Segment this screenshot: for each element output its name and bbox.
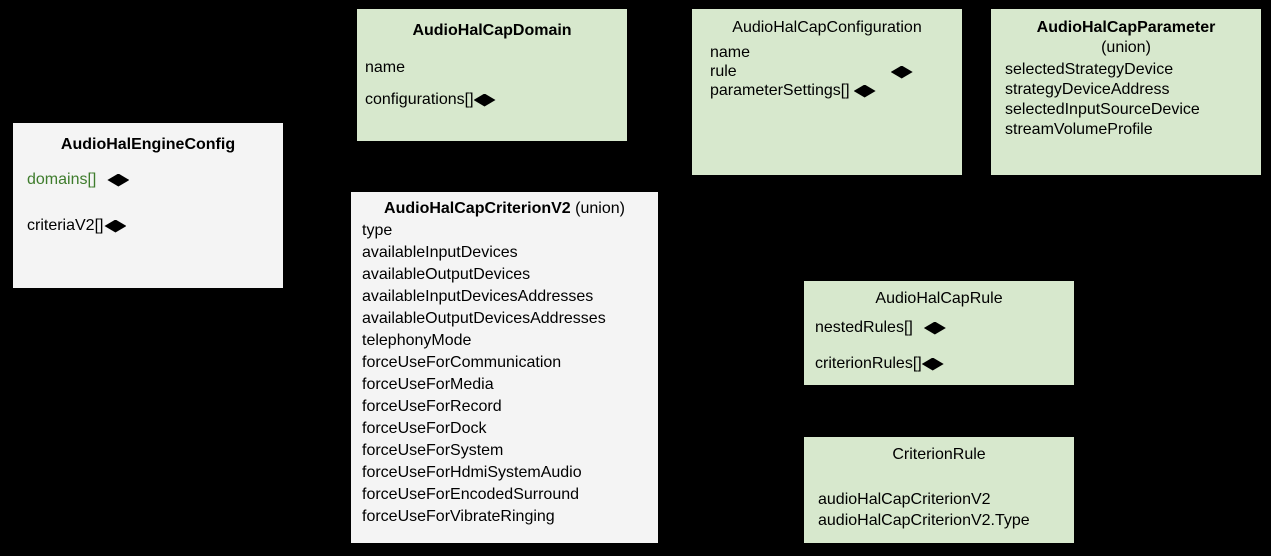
attribute-label-availableinputdevices: availableInputDevices [362,244,518,261]
class-title-audiohalcapdomain: AudioHalCapDomain [357,22,627,40]
class-title-text: CriterionRule [892,446,986,463]
attribute-label-availableinputdevicesaddresses: availableInputDevicesAddresses [362,288,594,305]
class-title-text: AudioHalCapCriterionV2 [384,200,571,217]
attribute-label-telephonymode: telephonyMode [362,332,472,349]
attribute-label-selectedinputsourcedevice: selectedInputSourceDevice [1005,101,1200,118]
attribute-label-audiohalcapcriterionv2: audioHalCapCriterionV2 [818,491,991,508]
attribute-label-nestedrules: nestedRules[] [815,319,913,336]
class-title-criterionrule: CriterionRule [804,446,1074,464]
attribute-label-rule: rule [710,63,737,80]
class-title-suffix-audiohalcapparameter: (union) [991,39,1261,57]
attribute-label-forceuseforvibrateringing: forceUseForVibrateRinging [362,508,555,525]
composition-diamond-icon [921,357,944,371]
attribute-label-selectedstrategydevice: selectedStrategyDevice [1005,61,1174,78]
attribute-row-name[interactable]: name [692,44,962,62]
attribute-label-type: type [362,222,393,239]
attribute-row-name[interactable]: name [357,59,627,77]
composition-diamond-icon [853,84,876,98]
class-box-criterionrule[interactable]: CriterionRule audioHalCapCriterionV2 aud… [804,437,1074,543]
composition-diamond-icon [923,321,946,335]
class-title-audiohalcapparameter: AudioHalCapParameter [991,19,1261,37]
attribute-row-configurations[interactable]: configurations[] [357,91,627,109]
attribute-label-criterionrules: criterionRules[] [815,355,922,372]
class-title-suffix-text: (union) [575,200,625,217]
attribute-label-parametersettings: parameterSettings[] [710,82,850,99]
attribute-row-domains[interactable]: domains[] [13,171,283,189]
class-title-audiohalcapconfiguration: AudioHalCapConfiguration [692,19,962,37]
class-box-audiohalcapparameter[interactable]: AudioHalCapParameter (union) selectedStr… [991,9,1261,175]
attribute-row-parametersettings[interactable]: parameterSettings[] [692,82,962,100]
attribute-label-forceuseforsystem: forceUseForSystem [362,442,504,459]
attribute-label-audiohalcapcriterionv2-type: audioHalCapCriterionV2.Type [818,512,1030,529]
class-box-audiohalcapconfiguration[interactable]: AudioHalCapConfiguration name rule param… [692,9,962,175]
class-box-audiohalcaprule[interactable]: AudioHalCapRule nestedRules[] criterionR… [804,281,1074,385]
attribute-row-criterionrules[interactable]: criterionRules[] [804,355,1074,373]
attribute-label-strategydeviceaddress: strategyDeviceAddress [1005,81,1170,98]
attribute-label-domains: domains[] [27,171,97,188]
class-title-text: AudioHalCapParameter [1036,19,1216,36]
attribute-label-streamvolumeprofile: streamVolumeProfile [1005,121,1153,138]
composition-diamond-icon [890,65,913,79]
attribute-label-availableoutputdevicesaddresses: availableOutputDevicesAddresses [362,310,606,327]
attribute-label-forceuseforhdmisystemaudio: forceUseForHdmiSystemAudio [362,464,582,481]
attribute-label-forceusefordock: forceUseForDock [362,420,487,437]
class-title-suffix-text: (union) [1101,39,1151,56]
composition-diamond-icon [473,93,496,107]
attribute-label-availableoutputdevices: availableOutputDevices [362,266,531,283]
class-title-text: AudioHalCapRule [875,290,1003,307]
attribute-label-name: name [365,59,406,76]
class-title-text: AudioHalEngineConfig [60,136,236,153]
attribute-label-forceuseformedia: forceUseForMedia [362,376,494,393]
class-box-audiohalcapcriterionv2[interactable]: AudioHalCapCriterionV2 (union) type avai… [351,192,658,543]
attribute-row-rule[interactable]: rule [692,63,962,81]
class-box-audiohalengineconfig[interactable]: AudioHalEngineConfig domains[] criteriaV… [13,123,283,288]
class-box-audiohalcapdomain[interactable]: AudioHalCapDomain name configurations[] [357,9,627,141]
class-title-audiohalengineconfig: AudioHalEngineConfig [13,136,283,154]
class-title-text: AudioHalCapConfiguration [732,19,922,36]
attribute-row-criteriav2[interactable]: criteriaV2[] [13,217,283,235]
attribute-label-configurations: configurations[] [365,91,474,108]
composition-diamond-icon [107,173,130,187]
composition-diamond-icon [104,219,127,233]
class-title-audiohalcaprule: AudioHalCapRule [804,290,1074,308]
attribute-label-forceuseforencodedsurround: forceUseForEncodedSurround [362,486,580,503]
attribute-row-nestedrules[interactable]: nestedRules[] [804,319,1074,337]
attribute-label-criteriav2: criteriaV2[] [27,217,104,234]
attribute-label-name: name [710,44,751,61]
class-title-text: AudioHalCapDomain [412,22,572,39]
class-title-audiohalcapcriterionv2: AudioHalCapCriterionV2 (union) [351,200,658,218]
attribute-label-forceuseforrecord: forceUseForRecord [362,398,502,415]
attribute-label-forceuseforcommunication: forceUseForCommunication [362,354,562,371]
